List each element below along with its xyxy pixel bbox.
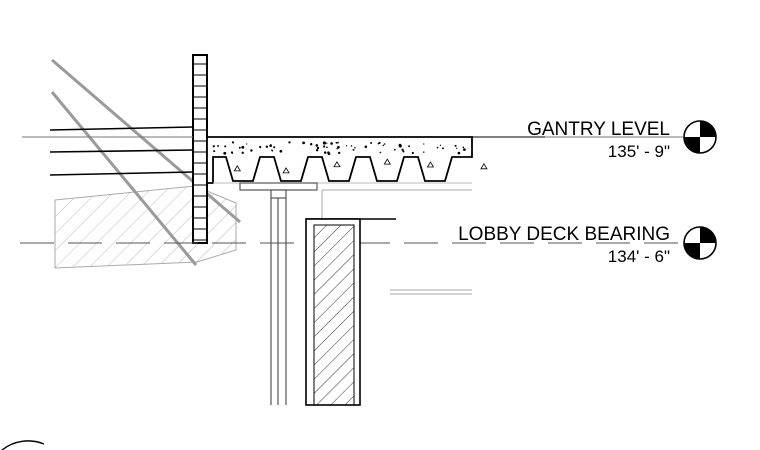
- sloped-wall-hatch: [54, 185, 237, 269]
- level-marker-icon: [683, 226, 717, 260]
- masonry-wall: [192, 54, 208, 244]
- level-elevation-gantry: 135' - 9": [608, 142, 670, 161]
- level-marker-icon: [683, 120, 717, 154]
- level-name-lobby-deck: LOBBY DECK BEARING: [458, 224, 670, 245]
- diagonal-brace: [50, 58, 241, 266]
- level-elevation-lobby-deck: 134' - 6": [608, 247, 670, 266]
- steel-beam: [239, 182, 318, 405]
- lobby-wall-section: [305, 218, 396, 406]
- soffit-lines: [321, 189, 472, 295]
- level-label-lobby-deck: LOBBY DECK BEARING 134' - 6": [458, 224, 670, 266]
- concrete-slab: [206, 136, 488, 184]
- railing-lines: [49, 126, 194, 176]
- level-label-gantry: GANTRY LEVEL 135' - 9": [527, 119, 670, 161]
- partial-arc-bottom-left: [1, 440, 45, 450]
- level-name-gantry: GANTRY LEVEL: [527, 119, 670, 140]
